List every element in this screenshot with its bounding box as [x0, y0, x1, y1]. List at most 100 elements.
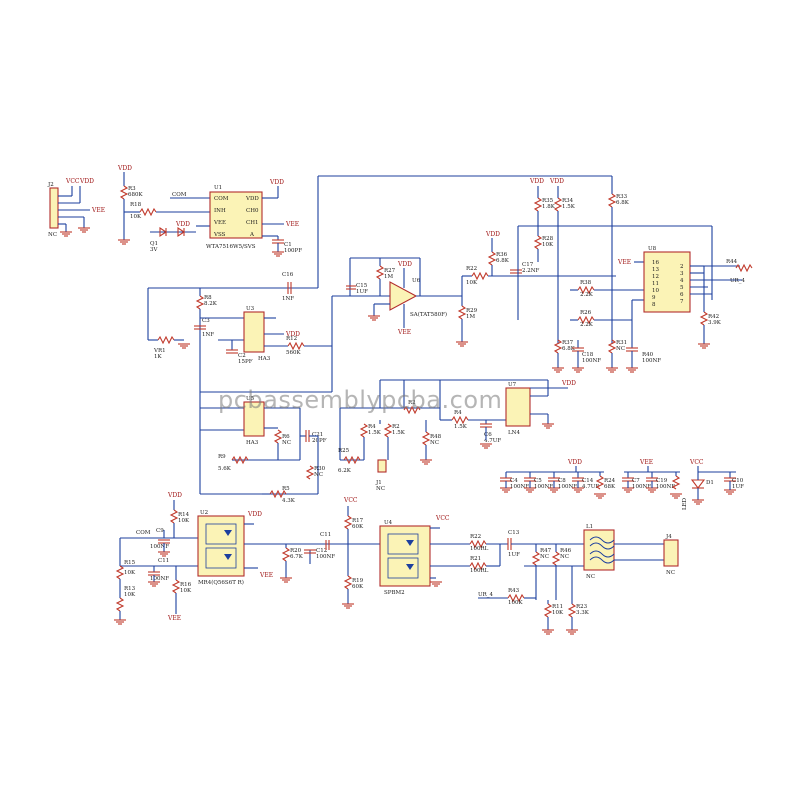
u6-part: SA(TAT580F) [410, 311, 447, 318]
r36-ref: R36 [496, 252, 508, 258]
r9-value: 5.6K [218, 466, 232, 472]
c17-value: 2.2NF [522, 268, 540, 274]
j2-vdd: VDD [79, 178, 94, 185]
u8-pin-9: 9 [652, 295, 656, 301]
r35-ref: R35 [542, 198, 554, 204]
r35-value: 1.8K [542, 204, 556, 210]
r34-vdd: VDD [549, 178, 564, 185]
r21-value: 100RL [470, 568, 489, 574]
q1-value: 3V [150, 247, 158, 253]
r8-ref: R8 [204, 295, 212, 301]
u6-section: C15 1UF R27 1M U6 SA(TAT580F) VDD VEE R2… [346, 231, 616, 347]
r11-ref: R11 [552, 604, 563, 610]
decoupling-bank: VDD C4 100NF C5 100NF C8 100NF C14 4.7UF… [499, 459, 744, 510]
u2-section: VDD R14 10K COM C9 100NF R15 10K C11 100… [113, 492, 380, 625]
u8-ur4-net: UR_4 [730, 278, 746, 284]
c2-ref: C2 [238, 353, 246, 359]
c14-ref: C14 [582, 478, 594, 484]
c5-value: 100NF [534, 484, 553, 490]
r22b-value: 100RL [470, 546, 489, 552]
r19-ref: R19 [352, 578, 364, 584]
u8-pin-6: 6 [680, 292, 684, 298]
c16-ref: C16 [282, 272, 294, 278]
r14-vdd: VDD [167, 492, 182, 499]
c14-value: 4.7UF [582, 484, 599, 490]
r37-ref: R37 [562, 340, 574, 346]
r19-value: 60K [352, 584, 364, 590]
r33-ref: R33 [616, 194, 628, 200]
u5-part: HA3 [246, 440, 259, 446]
r4-ref: R4 [368, 424, 376, 430]
c6-value: 4.7UF [484, 438, 501, 444]
r26-value: 2.2K [580, 322, 594, 328]
c16-value: 1NF [282, 296, 294, 302]
r14-value: 10K [178, 518, 190, 524]
r40-value: 100NF [642, 358, 661, 364]
r3-ref: R3 [128, 186, 136, 192]
j2-vee: VEE [91, 207, 105, 214]
r3-vdd: VDD [117, 165, 132, 172]
c19-ref: C19 [656, 478, 668, 484]
u8-ref: U8 [648, 246, 657, 252]
r23-ref: R23 [576, 604, 588, 610]
c7-value: 100NF [632, 484, 651, 490]
c1-value: 100PF [284, 248, 302, 254]
bank3-vcc: VCC [689, 459, 704, 466]
u8-pin-2: 2 [680, 264, 684, 270]
r2-ref-b: R2 [392, 424, 400, 430]
r28-value: 10K [542, 242, 554, 248]
c4-ref: C4 [510, 478, 518, 484]
r37-value: 6.8K [562, 346, 576, 352]
d1-ref: D1 [706, 480, 714, 486]
r13-ref: R13 [124, 586, 136, 592]
r6-ref: R6 [282, 434, 290, 440]
c15-ref: C15 [356, 283, 368, 289]
j2-nc: NC [48, 232, 57, 238]
r4-value-b: 1.5K [454, 424, 468, 430]
u1-pin-vee: VEE [213, 220, 226, 226]
u4-ref: U4 [384, 520, 393, 526]
c13-value: 1UF [508, 552, 520, 558]
c12-value: 100NF [316, 554, 335, 560]
r24-value: 68K [604, 484, 616, 490]
bottom-ur4-net: UR_4 [478, 592, 494, 598]
u4-section: VCC R17 60K R19 60K U4 SPBM2 VCC R22 100… [341, 497, 679, 635]
l1-ref: L1 [586, 524, 593, 530]
u6-ref: U6 [412, 278, 421, 284]
u2-com-net: COM [136, 530, 151, 536]
vr1-value: 1K [154, 354, 162, 360]
r48-ref: R48 [430, 434, 442, 440]
r22b-ref: R22 [470, 534, 481, 540]
c19-value: 100NF [656, 484, 675, 490]
j2-connector: J2 NC VCC VDD VEE [47, 178, 105, 238]
u1-pin-com: COM [214, 196, 229, 202]
r12-value: 560K [286, 350, 301, 356]
r6-value: NC [282, 440, 291, 446]
u1-pin-vss: VSS [213, 232, 226, 238]
r43-value: 100K [508, 600, 523, 606]
u1-part: WTA7516W5/SVS [206, 244, 256, 250]
c4-value: 100NF [510, 484, 529, 490]
r26-ref: R26 [580, 310, 592, 316]
r31-value: NC [616, 346, 625, 352]
r36-value: 6.8K [496, 258, 510, 264]
u1-ref: U1 [214, 185, 222, 191]
c21-value: 20PF [312, 438, 327, 444]
l1-value: NC [586, 574, 595, 580]
u8-pin-4: 4 [680, 278, 684, 284]
bank1-vdd: VDD [567, 459, 582, 466]
r21-ref: R21 [470, 556, 481, 562]
r2-ref: R2 [408, 400, 416, 406]
r5-ref: R5 [282, 486, 290, 492]
c21-ref: C21 [312, 432, 323, 438]
c11-ref: C11 [158, 558, 169, 564]
r25-ref: R25 [338, 448, 350, 454]
u1-vee-net: VEE [285, 221, 299, 228]
r3-value: 680K [128, 192, 143, 198]
j2-ref: J2 [47, 182, 54, 188]
u3-part: HA3 [258, 356, 271, 362]
c9-value: 100NF [150, 544, 169, 550]
r18-value: 10K [130, 214, 142, 220]
r27-value: 1M [384, 274, 393, 280]
r31-ref: R31 [616, 340, 627, 346]
